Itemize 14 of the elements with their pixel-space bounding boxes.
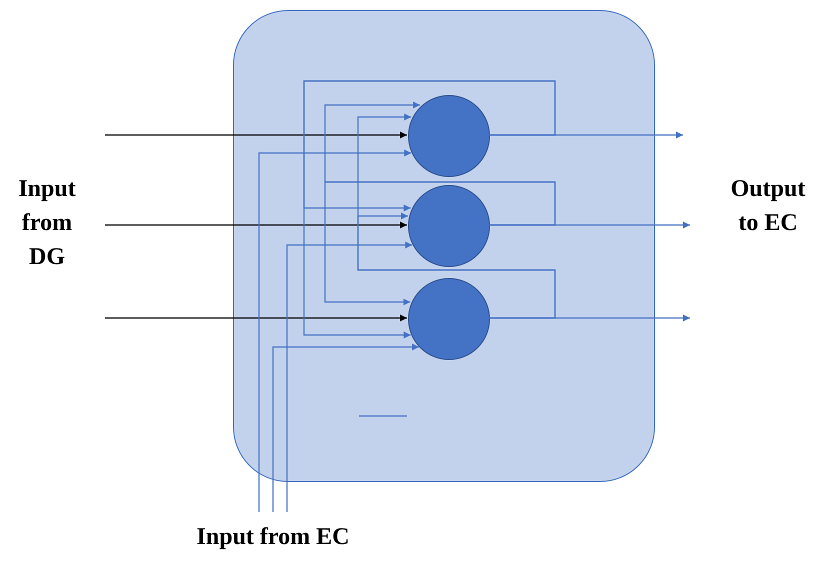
arrow [286, 242, 412, 512]
arrow [105, 222, 407, 228]
label-text: Output to EC [730, 175, 806, 238]
arrow [357, 212, 556, 319]
label-text: Input from DG [17, 175, 77, 272]
arrow [272, 344, 420, 512]
arrow [303, 80, 556, 338]
arrow [324, 181, 556, 306]
neuron-circle [408, 185, 490, 267]
arrow [105, 132, 407, 138]
rounded-panel [233, 10, 655, 482]
arrow [105, 314, 407, 322]
arrow [258, 150, 412, 512]
label-text: Input from EC [196, 523, 350, 552]
